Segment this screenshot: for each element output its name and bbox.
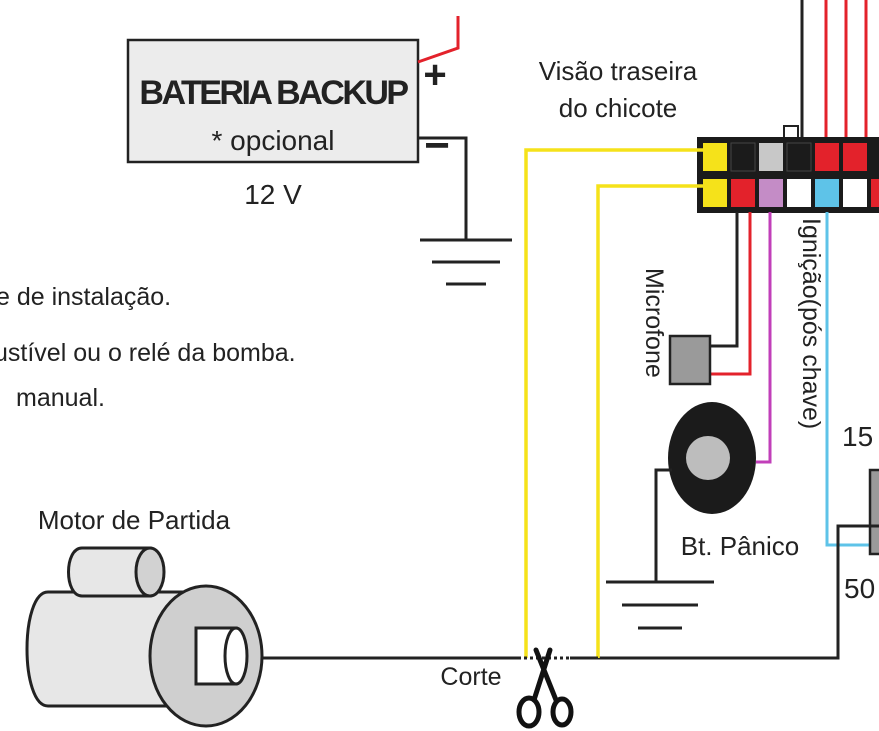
microphone-label: Microfone [640,268,668,378]
harness-connector [697,137,879,213]
backup-battery: BATERIA BACKUP * opcional 12 V + − [126,16,468,240]
starter-motor: Motor de Partida [25,505,264,728]
harness-caption-line2: do chicote [559,93,678,123]
ignition-wire [825,212,879,547]
battery-body [126,38,420,164]
panic-button-label: Bt. Pânico [681,531,800,561]
pinion-face [223,626,249,686]
relay-pin-50: 50 [844,573,875,604]
battery-subtitle: * opcional [212,125,335,156]
starter-motor-label: Motor de Partida [38,505,231,535]
note-line-2: ustível ou o relé da bomba. [0,339,296,367]
relay-body [868,468,879,556]
battery-negative-wire [418,136,468,240]
motor-solenoid [67,546,152,598]
panic-ground-icon [606,580,714,630]
microphone-wire-black [710,212,739,348]
scissors-icon [516,647,574,729]
battery-positive-wire [417,16,460,64]
battery-title: BATERIA BACKUP [139,74,408,112]
panic-button-ground-wire [654,468,672,582]
solenoid-cap [134,546,166,598]
relay-output-wire [598,524,879,660]
microphone: Microfone [640,212,752,386]
panic-button: Bt. Pânico [654,212,800,582]
harness-caption-line1: Visão traseira [539,56,698,86]
ignition-label: Ignição(pós chave) [797,218,825,429]
cut-label: Corte [440,663,501,691]
battery-ground-icon [420,238,512,286]
battery-voltage: 12 V [244,179,302,210]
battery-plus-sign: + [423,53,446,97]
panic-button-inner [686,436,730,480]
panic-button-wire [756,212,772,464]
note-line-3: manual. [16,384,105,412]
yellow-wire-2 [596,184,703,658]
microphone-wire-red [710,212,752,376]
microphone-body [668,334,712,386]
motor-housing [25,590,186,708]
battery-minus-sign: − [424,121,450,170]
note-line-1: e de instalação. [0,283,171,311]
relay-pin-15: 15 [842,421,873,452]
yellow-wire-1 [524,148,703,658]
